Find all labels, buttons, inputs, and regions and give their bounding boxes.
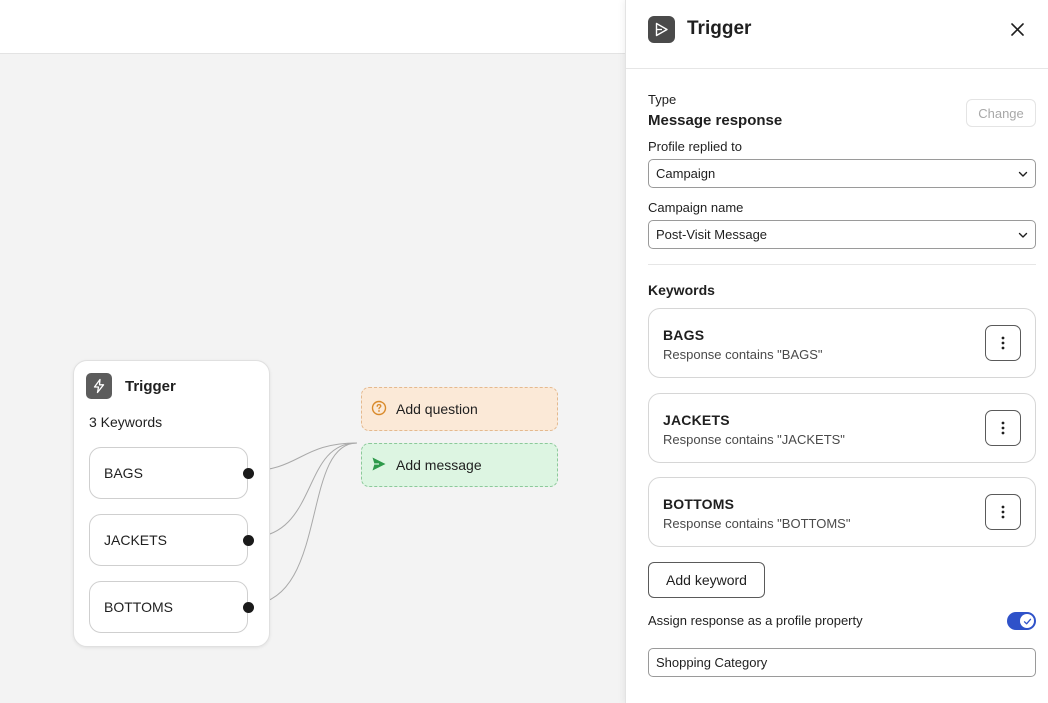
vertical-dots-icon — [1001, 421, 1005, 435]
keyword-card-bags: BAGS Response contains "BAGS" — [648, 308, 1036, 378]
add-message-button[interactable]: Add message — [361, 443, 558, 487]
section-divider — [648, 264, 1036, 265]
type-value: Message response — [648, 112, 783, 129]
more-options-button[interactable] — [985, 494, 1021, 530]
keyword-pill-label: BAGS — [104, 465, 143, 481]
keyword-name: JACKETS — [663, 412, 730, 428]
panel-title: Trigger — [687, 18, 752, 39]
keyword-description: Response contains "JACKETS" — [663, 432, 845, 447]
campaign-name-select[interactable]: Post-Visit Message — [648, 220, 1036, 249]
change-type-button[interactable]: Change — [966, 99, 1036, 127]
trigger-side-panel: Trigger Type Message response Change Pro… — [625, 0, 1048, 703]
profile-replied-select[interactable]: Campaign — [648, 159, 1036, 188]
checkmark-icon — [1023, 618, 1031, 624]
more-options-button[interactable] — [985, 325, 1021, 361]
keyword-pill-label: BOTTOMS — [104, 599, 173, 615]
connector-handle[interactable] — [243, 468, 254, 479]
add-keyword-button[interactable]: Add keyword — [648, 562, 765, 598]
add-question-button[interactable]: Add question — [361, 387, 558, 431]
add-message-label: Add message — [396, 457, 482, 473]
profile-replied-value: Campaign — [656, 166, 716, 181]
assign-property-toggle[interactable] — [1007, 612, 1036, 630]
trigger-node[interactable]: Trigger 3 Keywords BAGS JACKETS BOTTOMS — [73, 360, 270, 647]
keyword-pill-bags[interactable]: BAGS — [89, 447, 254, 499]
toggle-knob — [1020, 614, 1034, 628]
keyword-count: 3 Keywords — [89, 414, 163, 430]
chevron-down-icon — [1018, 232, 1028, 238]
connector-handle[interactable] — [243, 602, 254, 613]
panel-header: Trigger — [626, 0, 1048, 69]
more-options-button[interactable] — [985, 410, 1021, 446]
send-icon — [371, 456, 387, 475]
profile-property-value: Shopping Category — [656, 655, 768, 670]
profile-property-input[interactable]: Shopping Category — [648, 648, 1036, 677]
lightning-icon — [86, 373, 112, 399]
trigger-play-icon — [648, 16, 675, 43]
trigger-node-title: Trigger — [125, 377, 176, 395]
assign-property-label: Assign response as a profile property — [648, 613, 863, 628]
keyword-pill-bottoms[interactable]: BOTTOMS — [89, 581, 254, 633]
type-label: Type — [648, 92, 677, 107]
vertical-dots-icon — [1001, 505, 1005, 519]
vertical-dots-icon — [1001, 336, 1005, 350]
question-circle-icon — [371, 400, 387, 419]
keyword-card-bottoms: BOTTOMS Response contains "BOTTOMS" — [648, 477, 1036, 547]
connector-handle[interactable] — [243, 535, 254, 546]
campaign-name-value: Post-Visit Message — [656, 227, 768, 242]
keyword-name: BAGS — [663, 327, 705, 343]
keywords-heading: Keywords — [648, 282, 715, 298]
keyword-description: Response contains "BAGS" — [663, 347, 823, 362]
keyword-name: BOTTOMS — [663, 496, 735, 512]
keyword-description: Response contains "BOTTOMS" — [663, 516, 851, 531]
profile-replied-label: Profile replied to — [648, 139, 742, 154]
add-question-label: Add question — [396, 401, 478, 417]
close-icon[interactable] — [1006, 18, 1028, 40]
top-bar — [0, 0, 625, 54]
campaign-name-label: Campaign name — [648, 200, 744, 215]
trigger-node-header: Trigger — [86, 373, 176, 399]
keyword-pill-jackets[interactable]: JACKETS — [89, 514, 254, 566]
keyword-pill-label: JACKETS — [104, 532, 168, 548]
keyword-card-jackets: JACKETS Response contains "JACKETS" — [648, 393, 1036, 463]
chevron-down-icon — [1018, 171, 1028, 177]
